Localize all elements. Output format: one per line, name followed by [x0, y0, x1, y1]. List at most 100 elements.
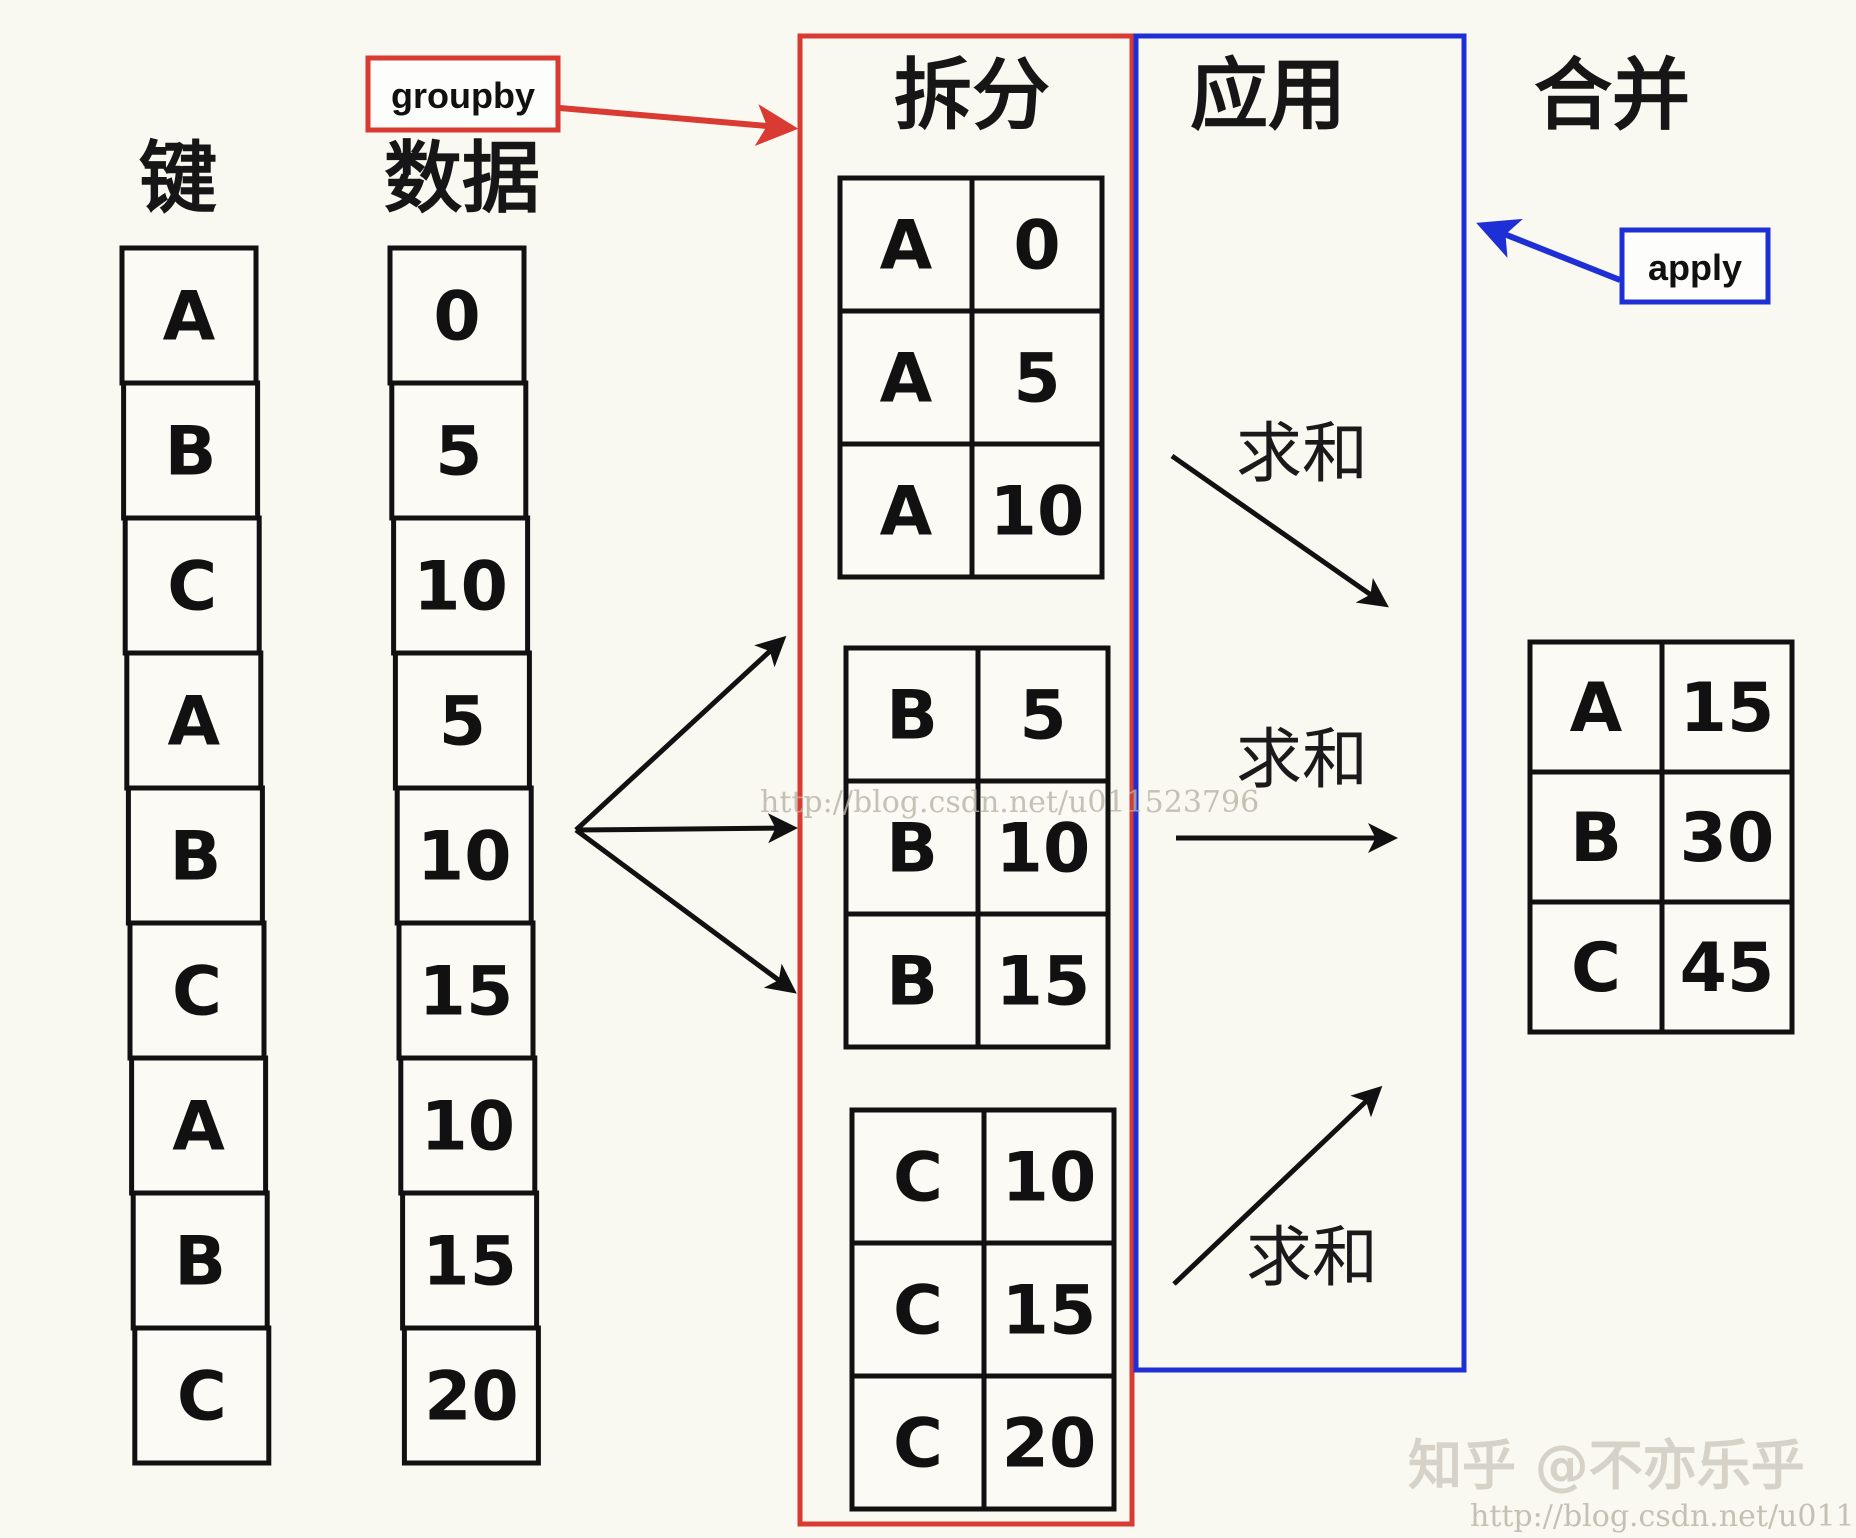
- split-1-key-0-text: B: [886, 677, 938, 756]
- key-cell-2: C: [122, 515, 262, 656]
- split-1-value-1: 10: [975, 778, 1111, 917]
- result-key-2: C: [1527, 899, 1665, 1035]
- key-cell-4-text: B: [169, 818, 221, 897]
- data-cell-0-text: 0: [433, 278, 480, 357]
- watermark-zhihu: 知乎 @不亦乐乎: [1408, 1434, 1805, 1497]
- split-arrow-up: [574, 635, 787, 832]
- data-cell-2-text: 10: [413, 548, 508, 627]
- groupby-callout-arrow: [559, 104, 799, 147]
- split-0-key-2-text: A: [880, 473, 933, 552]
- split-frame: [797, 33, 1135, 1527]
- split-1-value-2-text: 15: [996, 943, 1091, 1022]
- split-1-value-2: 15: [975, 911, 1111, 1050]
- data-cell-7: 15: [400, 1190, 540, 1331]
- key-cell-2-text: C: [167, 548, 217, 627]
- result-key-0-box: [1527, 639, 1665, 775]
- data-cell-5-text: 15: [419, 953, 514, 1032]
- key-cell-5: C: [127, 920, 267, 1061]
- split-arrows: [574, 635, 798, 994]
- result-key-0: A: [1527, 639, 1665, 775]
- key-cell-0: A: [119, 245, 259, 386]
- split-0-value-1-box: [969, 308, 1105, 447]
- apply-arrow-top: [1170, 453, 1389, 608]
- result-value-2-text: 45: [1680, 929, 1775, 1008]
- split-0-value-2-box: [969, 441, 1105, 580]
- data-cell-7-box: [400, 1190, 540, 1331]
- apply-callout-box: [1619, 227, 1771, 305]
- result-key-1: B: [1527, 769, 1665, 905]
- apply-arrows: [1170, 453, 1398, 1286]
- data-cell-7-text: 15: [422, 1223, 517, 1302]
- result-value-0: 15: [1659, 639, 1795, 775]
- apply-label-top: 求和: [1236, 415, 1368, 492]
- split-heading: 拆分: [894, 51, 1050, 141]
- data-cell-4: 10: [394, 785, 534, 926]
- data-cell-3: 5: [392, 650, 532, 791]
- key-cell-1-text: B: [165, 413, 217, 492]
- data-cell-6: 10: [398, 1055, 538, 1196]
- apply-callout: apply: [1476, 218, 1771, 305]
- data-cell-1: 5: [389, 380, 529, 521]
- apply-arrow-bottom: [1172, 1085, 1383, 1286]
- split-arrow-middle: [575, 813, 798, 844]
- apply-label-middle: 求和: [1236, 721, 1368, 798]
- key-cell-6-text: A: [172, 1088, 225, 1167]
- key-cell-1: B: [121, 380, 261, 521]
- key-cell-0-box: [119, 245, 259, 386]
- split-2-value-1: 15: [981, 1240, 1117, 1379]
- split-arrow-down: [574, 827, 797, 994]
- watermark-bottom: http://blog.csdn.net/u011: [1470, 1499, 1855, 1534]
- result-value-0-box: [1659, 639, 1795, 775]
- apply-callout-arrow: [1476, 218, 1622, 283]
- data-cell-8: 20: [401, 1325, 541, 1466]
- split-2-key-0-text: C: [893, 1139, 943, 1218]
- data-cell-8-text: 20: [424, 1358, 519, 1437]
- key-cell-4: B: [125, 785, 265, 926]
- split-2-value-2-text: 20: [1002, 1405, 1097, 1484]
- data-cell-2: 10: [391, 515, 531, 656]
- split-1-value-0-box: [975, 645, 1111, 784]
- split-1-key-1-text: B: [886, 810, 938, 889]
- result-key-2-text: C: [1571, 929, 1621, 1008]
- split-0-value-0-text: 0: [1013, 207, 1060, 286]
- data-heading: 数据: [384, 134, 540, 224]
- result-value-1-text: 30: [1680, 799, 1775, 878]
- split-1-value-0-text: 5: [1019, 677, 1066, 756]
- key-cell-0-text: A: [163, 278, 216, 357]
- split-2-key-2-text: C: [893, 1405, 943, 1484]
- split-0-key-0: A: [837, 175, 975, 314]
- data-cell-0-box: [387, 245, 527, 386]
- combine-heading: 合并: [1534, 51, 1690, 141]
- data-cell-6-text: 10: [420, 1088, 515, 1167]
- split-2-key-1: C: [849, 1240, 987, 1379]
- data-cell-4-box: [394, 785, 534, 926]
- result-value-0-text: 15: [1680, 669, 1775, 748]
- groupby-callout-label: groupby: [391, 75, 535, 116]
- split-1-key-1-box: [843, 778, 981, 917]
- apply-callout-label: apply: [1648, 247, 1742, 288]
- split-2-key-2: C: [849, 1373, 987, 1512]
- apply-frame: [1133, 33, 1467, 1373]
- split-0-value-2-text: 10: [990, 473, 1085, 552]
- result-key-2-box: [1527, 899, 1665, 1035]
- groupby-callout-box: [365, 55, 561, 133]
- split-0-key-0-text: A: [880, 207, 933, 286]
- result-value-1: 30: [1659, 769, 1795, 905]
- split-0-key-1: A: [837, 308, 975, 447]
- data-cell-2-box: [391, 515, 531, 656]
- split-0-value-0-box: [969, 175, 1105, 314]
- split-1-value-0: 5: [975, 645, 1111, 784]
- split-1-key-2-text: B: [886, 943, 938, 1022]
- data-cell-0: 0: [387, 245, 527, 386]
- split-1-value-2-box: [975, 911, 1111, 1050]
- key-cell-3: A: [124, 650, 264, 791]
- split-0-key-1-text: A: [880, 340, 933, 419]
- split-2-value-1-text: 15: [1002, 1272, 1097, 1351]
- split-1-value-1-text: 10: [996, 810, 1091, 889]
